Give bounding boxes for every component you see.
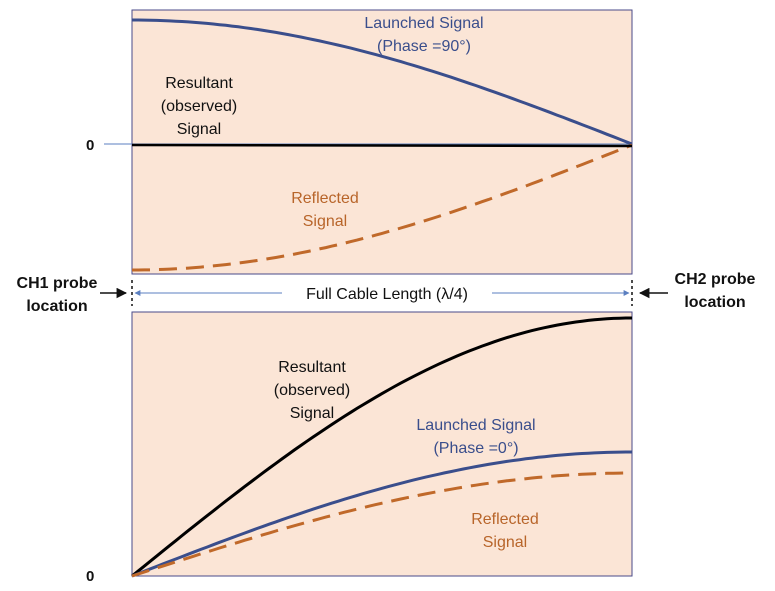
top-launched-signal-curve (132, 18, 633, 146)
bottom-launched-signal-curve (131, 450, 632, 578)
bottom-panel: 0 Resultant (observed) Signal Launched S… (86, 311, 633, 585)
dimension-row: Full Cable Length (λ/4) (131, 280, 633, 306)
bottom-launched-label-line1: Launched Signal (416, 417, 535, 434)
top-launched-label-line2: (Phase =90°) (377, 38, 471, 55)
top-panel: 0 Launched Signal (Phase =90°) Resultant… (86, 9, 633, 275)
ch1-probe-label-line2: location (26, 298, 87, 315)
bottom-resultant-label-line1: Resultant (278, 359, 346, 376)
top-resultant-label-line1: Resultant (165, 75, 233, 92)
bottom-reflected-signal-curve (131, 471, 632, 578)
top-reflected-label-line2: Signal (303, 213, 347, 230)
bottom-resultant-signal-curve (131, 316, 632, 578)
top-reflected-signal-curve (132, 143, 633, 272)
top-resultant-signal-line (131, 143, 633, 148)
ch2-probe-label-line2: location (684, 294, 745, 311)
ch2-probe-label-line1: CH2 probe (675, 271, 756, 288)
ch1-probe-label-line1: CH1 probe (17, 275, 98, 292)
top-reflected-label-line1: Reflected (291, 190, 359, 207)
bottom-launched-label-line2: (Phase =0°) (433, 440, 518, 457)
bottom-resultant-label-line3: Signal (290, 405, 334, 422)
top-zero-label: 0 (86, 137, 94, 154)
top-panel-background (131, 9, 633, 275)
dimension-label: Full Cable Length (λ/4) (306, 286, 468, 303)
top-resultant-label-line3: Signal (177, 121, 221, 138)
bottom-reflected-label-line2: Signal (483, 534, 527, 551)
ch2-probe: CH2 probe location (638, 271, 756, 311)
bottom-resultant-label-line2: (observed) (274, 382, 350, 399)
top-resultant-label-line2: (observed) (161, 98, 237, 115)
top-launched-label-line1: Launched Signal (364, 15, 483, 32)
ch1-probe: CH1 probe location (17, 275, 128, 315)
bottom-reflected-label-line1: Reflected (471, 511, 539, 528)
bottom-zero-label: 0 (86, 568, 94, 585)
bottom-panel-background (131, 311, 633, 577)
